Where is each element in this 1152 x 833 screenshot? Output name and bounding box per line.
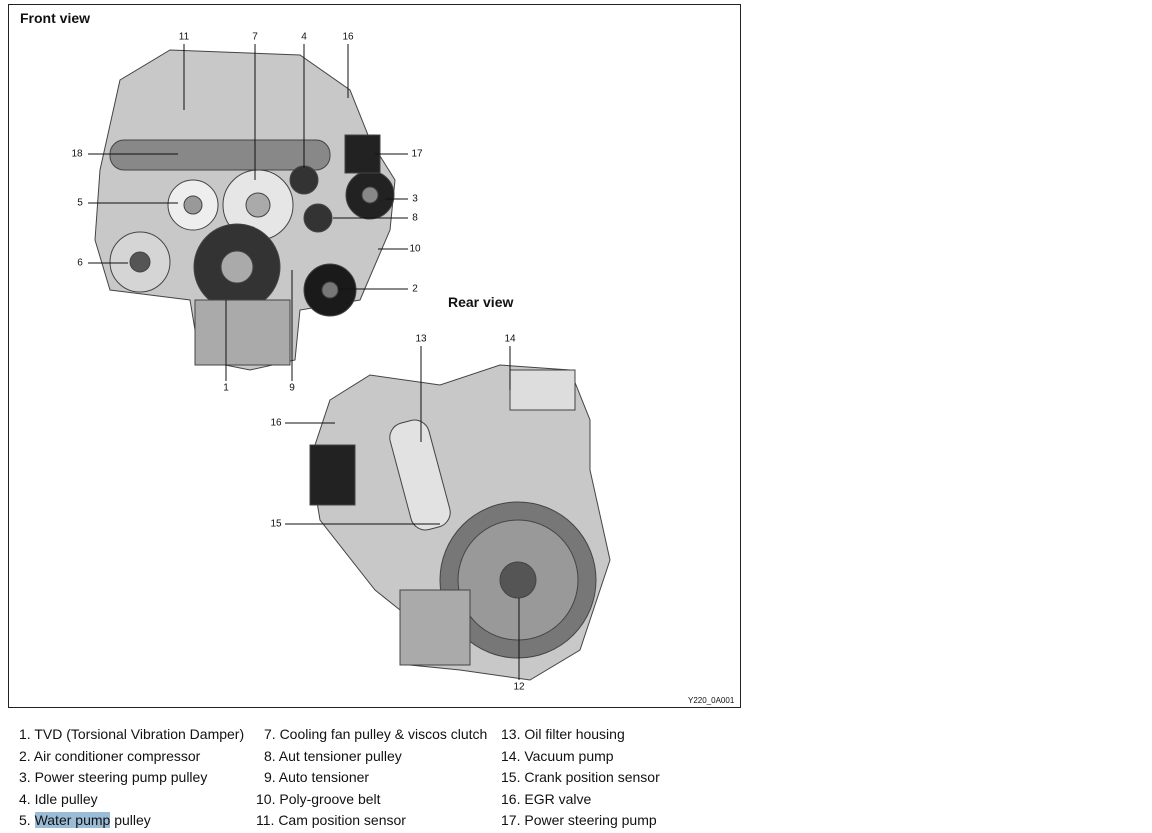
callout-15: 15 [270, 518, 282, 530]
legend-item: 11. Cam position sensor [256, 812, 406, 829]
callout-2: 2 [412, 283, 418, 295]
callout-14: 14 [504, 333, 516, 345]
legend-item: 2. Air conditioner compressor [19, 747, 201, 764]
legend-column-2: 7. Cooling fan pulley & viscos clutch 8.… [256, 724, 487, 832]
legend-item: 14. Vacuum pump [501, 747, 614, 764]
legend-item: 16. EGR valve [501, 790, 592, 807]
callout-18: 18 [71, 148, 83, 160]
legend-item: 5. Water pump pulley [19, 810, 244, 832]
callout-5: 5 [77, 197, 83, 209]
callout-9: 9 [289, 382, 295, 394]
legend-item-number: 5. [19, 812, 35, 829]
figure-id: Y220_0A001 [688, 696, 735, 705]
legend-column-1: 1. TVD (Torsional Vibration Damper) 2. A… [19, 724, 244, 832]
selected-text-highlight[interactable]: Water pump [34, 812, 111, 829]
callout-1: 1 [223, 382, 229, 394]
legend-item: 1. TVD (Torsional Vibration Damper) [19, 726, 245, 742]
legend-item: 10. Poly-groove belt [256, 790, 381, 807]
rear-engine-drawing [309, 364, 611, 681]
legend-item: 8. Aut tensioner pulley [264, 747, 402, 764]
callout-13: 13 [415, 333, 427, 345]
callout-7: 7 [252, 31, 258, 43]
callout-8: 8 [412, 212, 418, 224]
legend-item: 9. Auto tensioner [264, 769, 370, 786]
callout-10: 10 [409, 243, 421, 255]
legend-item: 7. Cooling fan pulley & viscos clutch [264, 726, 488, 742]
callout-16-rear: 16 [270, 417, 282, 429]
rear-view-title: Rear view [448, 294, 514, 310]
legend-item-rest: pulley [110, 812, 151, 829]
front-view-title: Front view [20, 10, 91, 26]
callout-3: 3 [412, 193, 418, 205]
callout-11: 11 [178, 31, 190, 43]
callout-16-front: 16 [342, 31, 354, 43]
callout-4: 4 [301, 31, 307, 43]
legend-item: 13. Oil filter housing [501, 726, 625, 742]
legend-item: 17. Power steering pump [501, 812, 657, 829]
callout-6: 6 [77, 257, 83, 269]
legend-item: 15. Crank position sensor [501, 769, 660, 786]
front-engine-drawing [94, 49, 396, 371]
legend-item: 3. Power steering pump pulley [19, 769, 208, 786]
callout-12: 12 [513, 681, 525, 693]
legend-item: 4. Idle pulley [19, 790, 98, 807]
leader-lines [88, 44, 520, 680]
figure-frame [8, 4, 741, 708]
legend-column-3: 13. Oil filter housing 14. Vacuum pump 1… [501, 724, 660, 832]
callout-17: 17 [411, 148, 423, 160]
